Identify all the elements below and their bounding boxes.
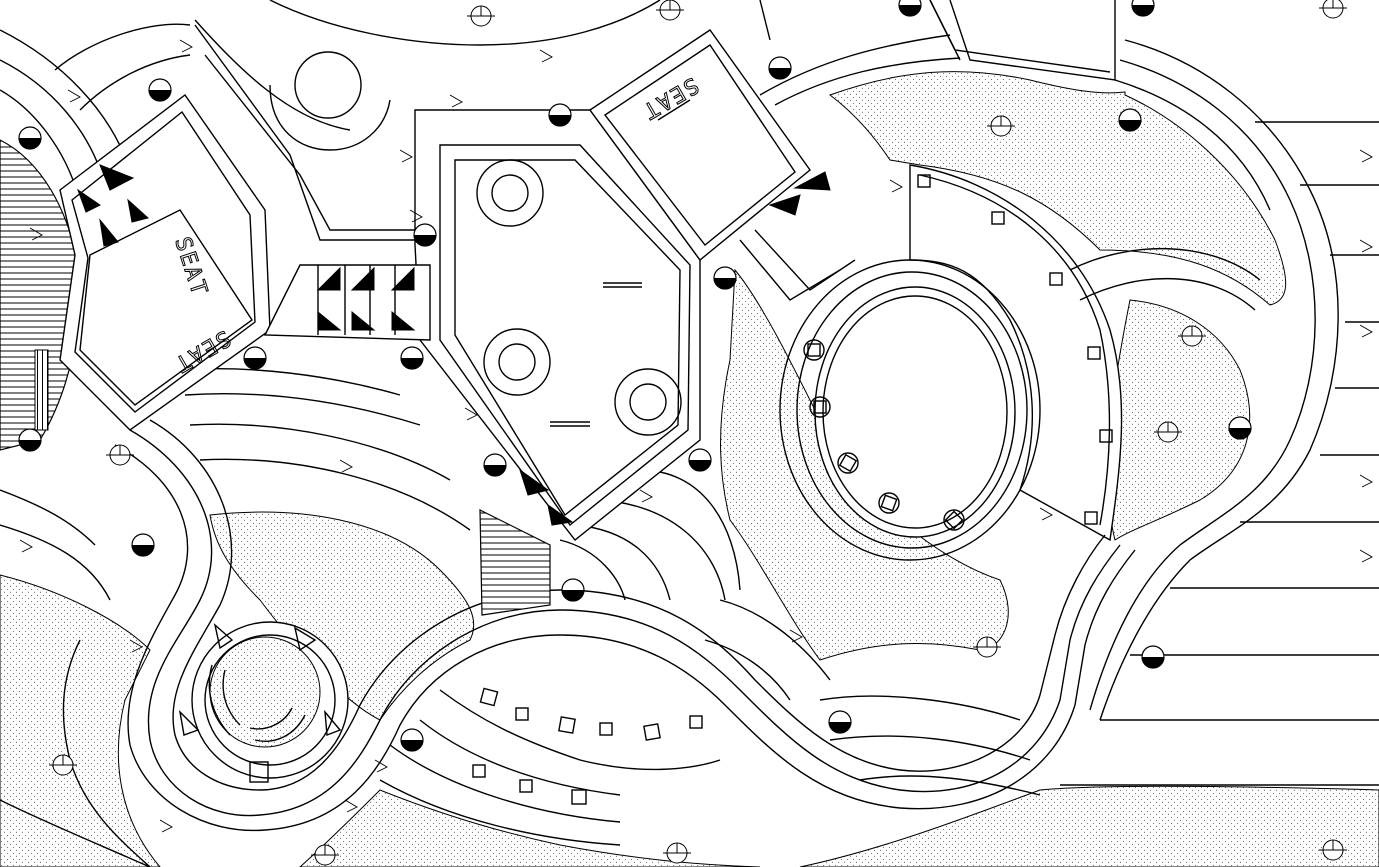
survey-marker: [49, 754, 77, 776]
survey-marker: [656, 0, 684, 21]
tree-symbols: [18, 0, 1252, 752]
tree-symbol: [131, 533, 155, 557]
survey-markers: [49, 0, 1347, 866]
tree-symbol: [548, 103, 572, 127]
oval-amphitheater: [779, 164, 1261, 561]
survey-marker: [1319, 0, 1347, 19]
survey-marker: [1154, 421, 1182, 443]
seat-pavilion-upper: [589, 29, 856, 301]
perimeter-path-right: [929, 0, 1379, 786]
tree-symbol: [18, 428, 42, 452]
serpentine-walkway: [114, 419, 1136, 832]
tree-symbol: [688, 448, 712, 472]
survey-marker: [663, 842, 691, 864]
survey-marker: [987, 115, 1015, 137]
stair-lower-center: [479, 468, 574, 616]
tree-symbol: [768, 56, 792, 80]
survey-marker: [973, 636, 1001, 658]
tree-symbol: [400, 346, 424, 370]
survey-marker: [1178, 325, 1206, 347]
terraced-steps-left: [0, 139, 80, 451]
tree-symbol: [483, 453, 507, 477]
round-planter-top: [269, 51, 391, 151]
stair-connector-center: [194, 24, 431, 341]
survey-marker: [1319, 839, 1347, 861]
tree-symbol: [243, 346, 267, 370]
tree-symbol: [561, 578, 585, 602]
seat-pavilion-left: [59, 94, 271, 431]
survey-marker: [467, 5, 495, 27]
survey-marker: [106, 444, 134, 466]
tree-symbol: [1141, 645, 1165, 669]
central-hexagon-pavilion: [414, 109, 701, 541]
tree-symbol: [18, 126, 42, 150]
background-arcs: [0, 0, 1041, 867]
tree-symbol: [898, 0, 922, 17]
survey-marker: [311, 844, 339, 866]
slope-arrows: [19, 39, 1373, 833]
tree-symbol: [1131, 0, 1155, 17]
tree-symbol: [148, 78, 172, 102]
tree-symbol: [400, 728, 424, 752]
site-furniture: [472, 174, 1113, 805]
tree-symbol: [713, 266, 737, 290]
tree-symbol: [828, 710, 852, 734]
tree-symbol: [1228, 416, 1252, 440]
tree-symbol: [1118, 108, 1142, 132]
tree-symbol: [413, 223, 437, 247]
